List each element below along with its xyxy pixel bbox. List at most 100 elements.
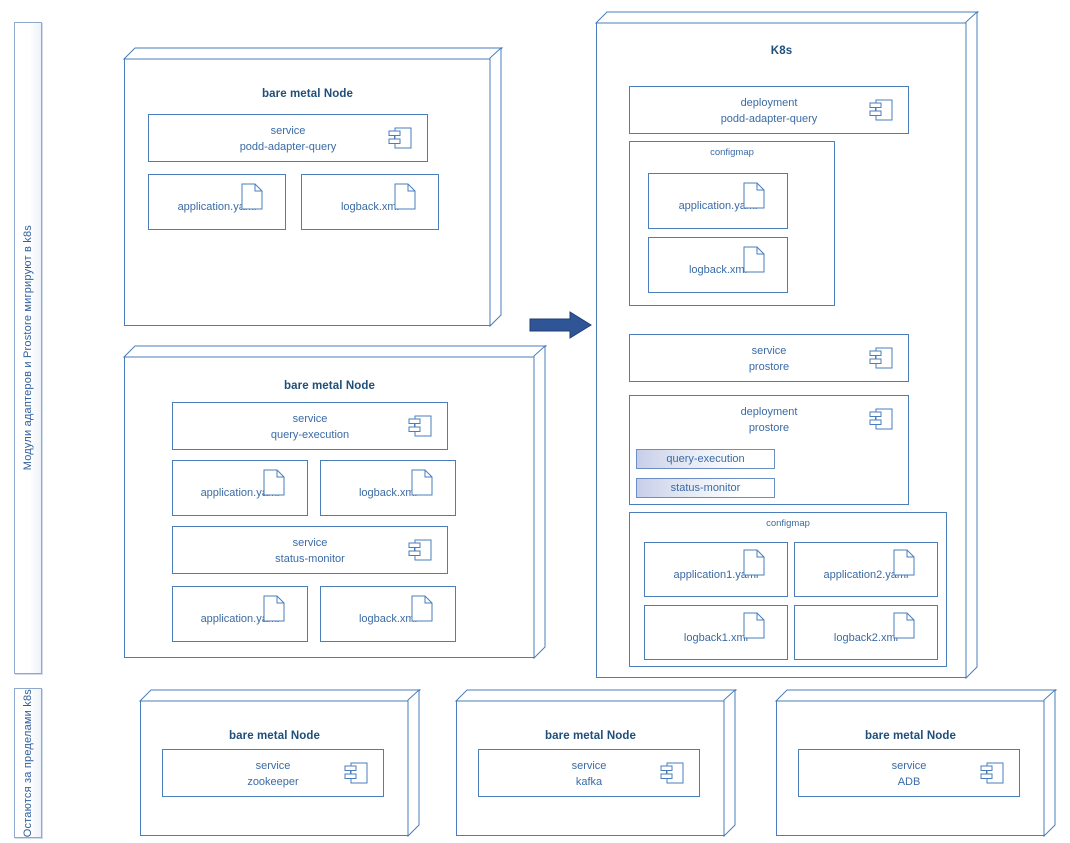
component-icon (659, 761, 685, 785)
configmap-title: configmap (710, 147, 754, 158)
component-name: zookeeper (247, 776, 299, 788)
artifact-logback-xml[interactable]: logback.xml (320, 586, 456, 642)
component-service-prostore[interactable]: service prostore (629, 334, 909, 382)
component-kind: service (255, 760, 291, 772)
component-kind: service (751, 345, 787, 357)
component-kind: service (292, 413, 328, 425)
component-name: query-execution (270, 429, 350, 441)
artifact-label: application.yaml (200, 487, 280, 499)
artifact-application2-yaml[interactable]: application2.yaml (794, 542, 938, 597)
component-service-podd-adapter-query[interactable]: service podd-adapter-query (148, 114, 428, 162)
component-name: podd-adapter-query (720, 113, 818, 125)
component-icon (343, 761, 369, 785)
file-icon (411, 469, 433, 496)
node-title: bare metal Node (229, 730, 320, 742)
side-label-migrating: Модули адаптеров и Prostore мигрируют в … (14, 22, 42, 674)
artifact-logback-xml[interactable]: logback.xml (648, 237, 788, 293)
artifact-label: application.yaml (177, 201, 257, 213)
component-name: ADB (897, 776, 921, 788)
bare-metal-node-zookeeper[interactable]: bare metal Node service zookeeper (138, 688, 422, 839)
file-icon (263, 595, 285, 622)
component-icon (407, 538, 433, 562)
component-text: deployment podd-adapter-query (630, 95, 908, 127)
file-icon (743, 246, 765, 273)
artifact-label: application.yaml (200, 613, 280, 625)
component-kind: deployment (740, 406, 798, 418)
file-icon (893, 549, 915, 576)
bare-metal-node-adb[interactable]: bare metal Node service ADB (774, 688, 1058, 839)
artifact-logback-xml[interactable]: logback.xml (320, 460, 456, 516)
artifact-logback1-xml[interactable]: logback1.xml (644, 605, 788, 660)
component-text: service status-monitor (173, 535, 447, 567)
file-icon (241, 183, 263, 210)
artifact-label: logback.xml (340, 201, 400, 213)
component-text: deployment prostore (630, 404, 908, 436)
artifact-label: application1.yaml (673, 569, 759, 581)
file-icon (743, 549, 765, 576)
artifact-label: logback.xml (358, 487, 418, 499)
component-icon (387, 126, 413, 150)
bare-metal-node-kafka[interactable]: bare metal Node service kafka (454, 688, 738, 839)
component-name: prostore (748, 361, 790, 373)
file-icon (411, 595, 433, 622)
component-service-status-monitor[interactable]: service status-monitor (172, 526, 448, 574)
artifact-application1-yaml[interactable]: application1.yaml (644, 542, 788, 597)
artifact-logback-xml[interactable]: logback.xml (301, 174, 439, 230)
side-label-outside: Остаются за пределами k8s (14, 688, 42, 838)
file-icon (893, 612, 915, 639)
node-title: bare metal Node (262, 88, 353, 100)
bare-metal-node-2[interactable]: bare metal Node service query-execution … (122, 344, 548, 661)
component-name: status-monitor (275, 553, 345, 565)
node-right-face (407, 688, 420, 838)
component-service-kafka[interactable]: service kafka (478, 749, 700, 797)
pod-query-execution[interactable]: query-execution (636, 449, 775, 469)
component-name: podd-adapter-query (239, 141, 337, 153)
artifact-label: application.yaml (678, 200, 758, 212)
component-icon (868, 346, 894, 370)
artifact-label: logback2.xml (833, 632, 899, 644)
component-name: prostore (748, 422, 790, 434)
artifact-application-yaml[interactable]: application.yaml (648, 173, 788, 229)
component-kind: service (270, 125, 306, 137)
bare-metal-node-1[interactable]: bare metal Node service podd-adapter-que… (122, 46, 504, 329)
component-deployment-podd-adapter-query[interactable]: deployment podd-adapter-query (629, 86, 909, 134)
component-text: service zookeeper (163, 758, 383, 790)
node-right-face (533, 344, 546, 660)
file-icon (743, 612, 765, 639)
component-text: service prostore (630, 343, 908, 375)
node-right-face (723, 688, 736, 838)
node-right-face (1043, 688, 1056, 838)
k8s-node[interactable]: K8s deployment podd-adapter-query config… (594, 10, 980, 681)
component-service-query-execution[interactable]: service query-execution (172, 402, 448, 450)
component-icon (407, 414, 433, 438)
artifact-logback2-xml[interactable]: logback2.xml (794, 605, 938, 660)
arrow-right-icon (529, 310, 593, 340)
side-label-outside-text: Остаются за пределами k8s (22, 688, 34, 838)
component-text: service ADB (799, 758, 1019, 790)
node-right-face (965, 10, 978, 680)
pod-status-monitor[interactable]: status-monitor (636, 478, 775, 498)
artifact-application-yaml[interactable]: application.yaml (172, 460, 308, 516)
artifact-application-yaml[interactable]: application.yaml (172, 586, 308, 642)
file-icon (743, 182, 765, 209)
component-deployment-prostore[interactable]: deployment prostore query-execution stat… (629, 395, 909, 505)
artifact-application-yaml[interactable]: application.yaml (148, 174, 286, 230)
component-service-adb[interactable]: service ADB (798, 749, 1020, 797)
node-right-face (489, 46, 502, 328)
file-icon (394, 183, 416, 210)
artifact-label: logback1.xml (683, 632, 749, 644)
component-service-zookeeper[interactable]: service zookeeper (162, 749, 384, 797)
component-icon (979, 761, 1005, 785)
node-title: K8s (770, 45, 793, 57)
artifact-label: logback.xml (358, 613, 418, 625)
node-title: bare metal Node (545, 730, 636, 742)
artifact-label: application2.yaml (823, 569, 909, 581)
component-text: service kafka (479, 758, 699, 790)
component-name: kafka (575, 776, 603, 788)
side-label-migrating-text: Модули адаптеров и Prostore мигрируют в … (22, 225, 34, 471)
configmap-adapter[interactable]: configmap application.yaml logback.xml (629, 141, 835, 306)
configmap-prostore[interactable]: configmap application1.yaml application2… (629, 512, 947, 667)
configmap-title: configmap (766, 518, 810, 529)
component-kind: service (571, 760, 607, 772)
artifact-label: logback.xml (688, 264, 748, 276)
